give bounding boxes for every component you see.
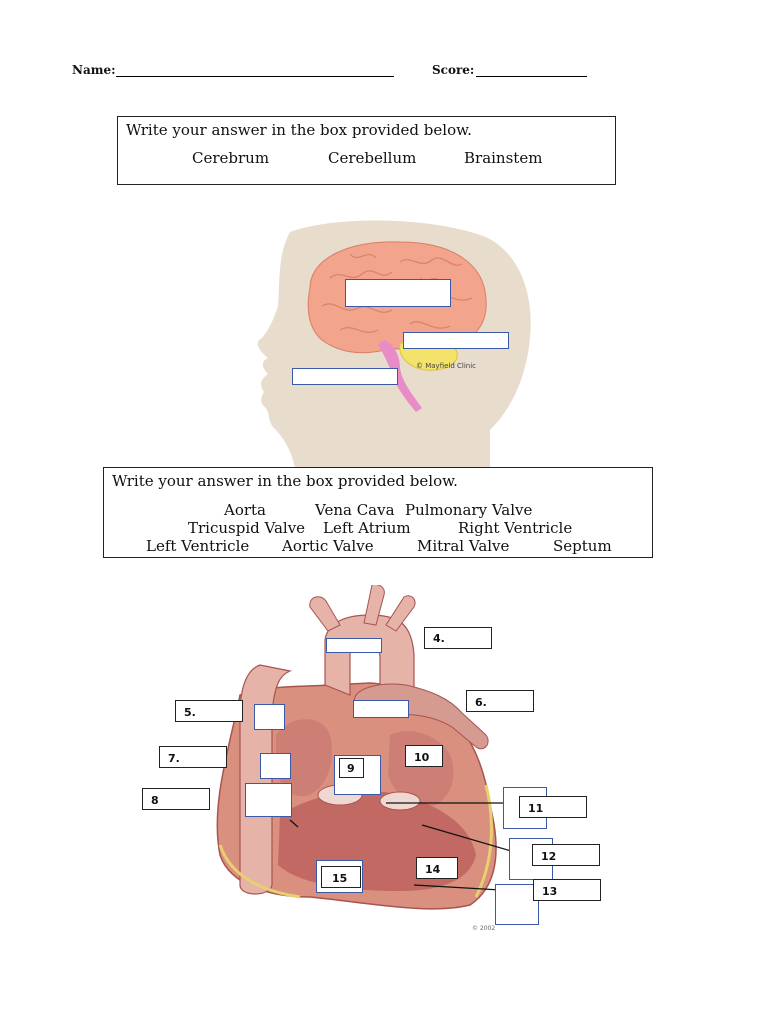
label-box-5[interactable]: 5. [175,700,243,722]
label-13-number: 13 [542,885,558,898]
label-box-14[interactable]: 14 [416,857,458,879]
label-15-number: 15 [332,872,348,885]
label-box-12[interactable]: 12 [532,844,600,866]
label-4-number: 4. [433,632,445,645]
heart-blank-pulmonary[interactable] [353,700,409,718]
name-line[interactable] [116,76,394,77]
brain-illustration: © Mayfield Clinic [257,220,531,468]
name-label: Name: [72,63,116,77]
aorta-branch-1 [309,596,341,632]
label-box-15[interactable]: 15 [321,866,361,888]
brain-instruction: Write your answer in the box provided be… [126,121,472,139]
brain-answer-box-cerebrum[interactable] [345,279,451,307]
heart-blank-aorta[interactable] [326,638,382,653]
heart-credit: © 2002 [472,925,495,932]
brain-answer-box-cerebellum[interactable] [403,332,509,349]
word-cerebellum: Cerebellum [328,149,417,167]
word-left-atrium: Left Atrium [323,519,411,537]
word-pulmonary-valve: Pulmonary Valve [405,501,533,519]
label-box-7[interactable]: 7. [159,746,227,768]
label-box-10[interactable]: 10 [405,745,443,767]
word-aortic-valve: Aortic Valve [282,537,374,555]
valve-ring-b [379,791,421,811]
label-6-number: 6. [475,696,487,709]
label-8-number: 8 [151,794,159,807]
label-9-number: 9 [347,762,355,775]
heart-blank-vena-cava-upper[interactable] [254,704,285,730]
label-5-number: 5. [184,706,196,719]
heart-word-bank: Write your answer in the box provided be… [103,467,653,558]
score-line[interactable] [476,76,587,77]
heart-blank-right-atrium[interactable] [260,753,291,779]
word-aorta: Aorta [224,501,267,519]
label-box-9[interactable]: 9 [339,758,364,778]
vena-cava-tube [239,664,293,895]
word-tricuspid-valve: Tricuspid Valve [188,519,306,537]
aorta-branch-2 [363,585,385,626]
label-box-6[interactable]: 6. [466,690,534,712]
label-box-13[interactable]: 13 [533,879,601,901]
word-mitral-valve: Mitral Valve [417,537,510,555]
aorta-branch-3 [385,595,416,632]
word-right-ventricle: Right Ventricle [458,519,573,537]
label-10-number: 10 [414,751,430,764]
label-box-11[interactable]: 11 [519,796,587,818]
label-14-number: 14 [425,863,441,876]
label-11-number: 11 [528,802,544,815]
coronary-vessel-2 [218,844,301,899]
mayfield-credit: © Mayfield Clinic [416,362,476,370]
word-brainstem: Brainstem [464,149,543,167]
label-12-number: 12 [541,850,557,863]
score-label: Score: [432,63,475,77]
heart-blank-septum[interactable] [495,884,539,925]
word-vena-cava: Vena Cava [315,501,395,519]
label-box-8[interactable]: 8 [142,788,210,810]
word-left-ventricle: Left Ventricle [146,537,250,555]
heart-blank-tricuspid[interactable] [245,783,292,817]
brainstem-shape [378,340,422,412]
label-box-4[interactable]: 4. [424,627,492,649]
coronary-vessel [474,784,493,898]
label-7-number: 7. [168,752,180,765]
brain-answer-box-brainstem[interactable] [292,368,398,385]
word-septum: Septum [553,537,612,555]
brain-word-bank: Write your answer in the box provided be… [117,116,616,185]
worksheet-header: Name: Score: [0,0,768,90]
word-cerebrum: Cerebrum [192,149,270,167]
heart-instruction: Write your answer in the box provided be… [112,472,458,490]
